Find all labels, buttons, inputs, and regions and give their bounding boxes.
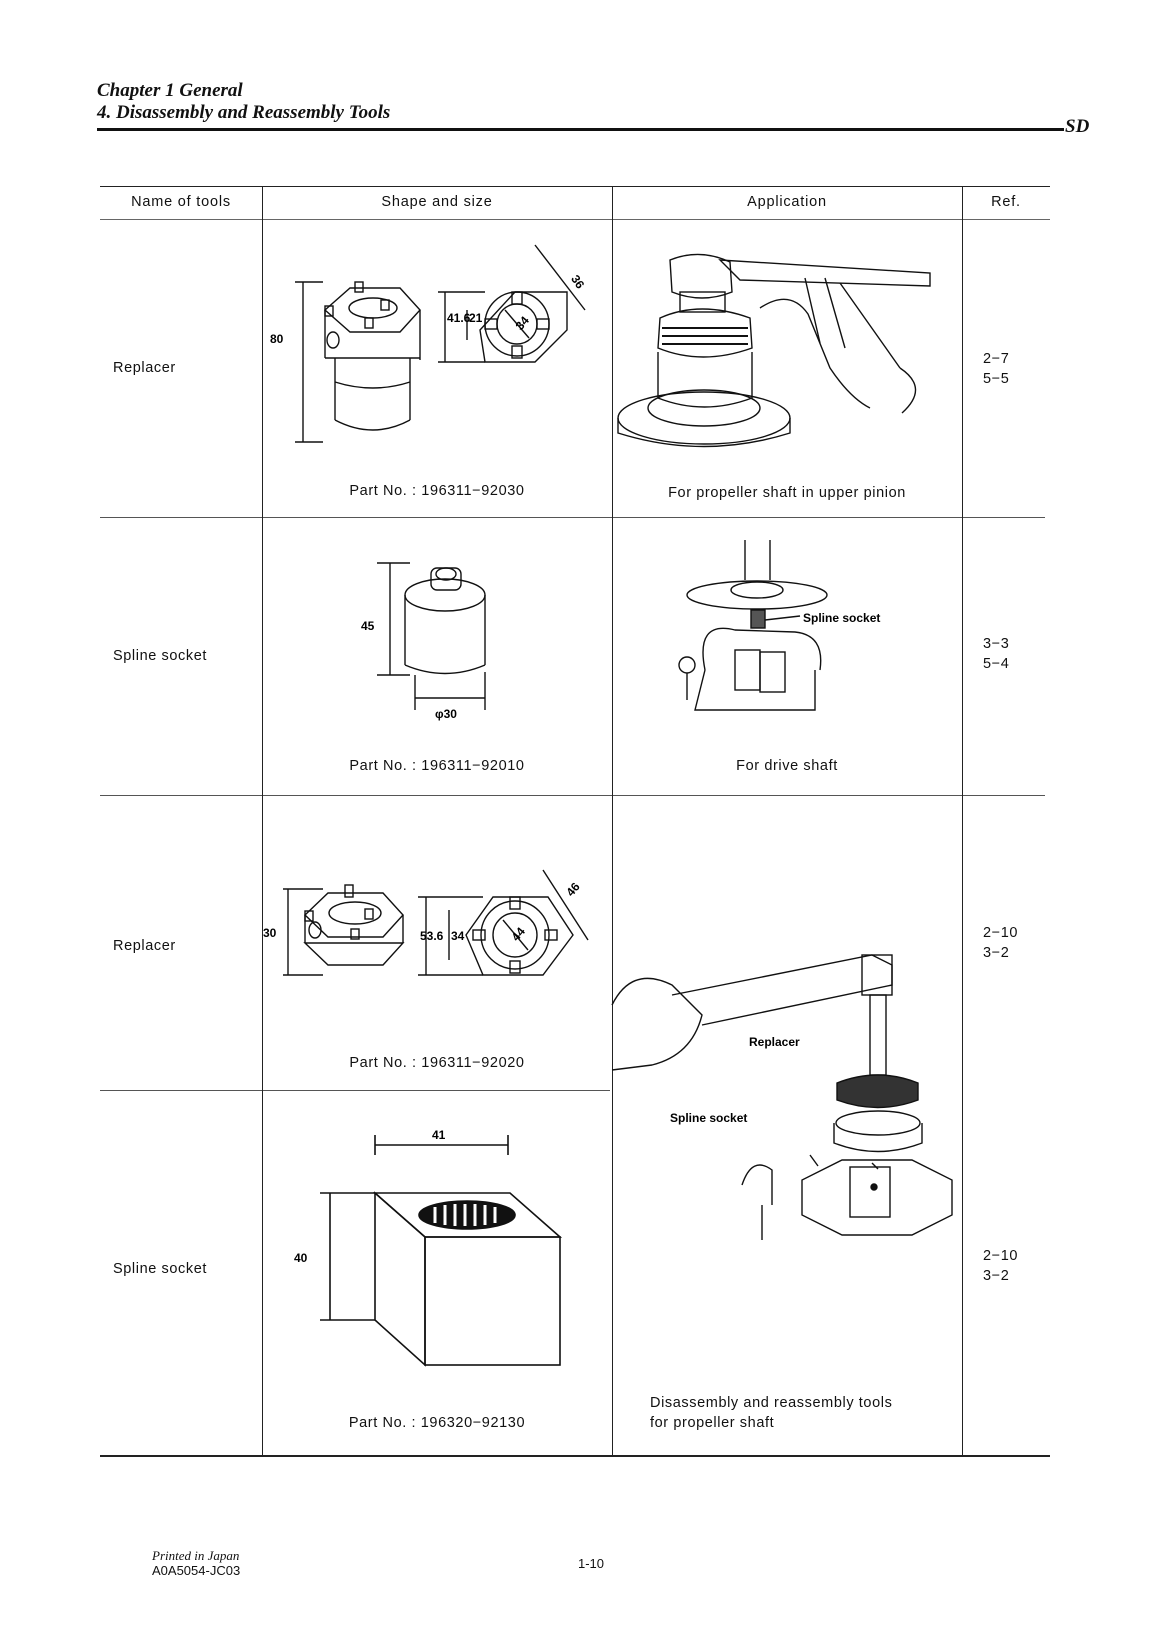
dim-label: 40 xyxy=(294,1251,308,1265)
callout-label: Spline socket xyxy=(803,611,880,625)
application-text-line2: for propeller shaft xyxy=(650,1415,775,1431)
row-rule-1 xyxy=(100,517,1045,518)
ref-value: 3−2 xyxy=(983,945,1010,961)
col-header-application: Application xyxy=(747,194,827,210)
ref-value: 2−10 xyxy=(983,925,1019,941)
printed-in: Printed in Japan xyxy=(152,1548,240,1563)
dim-label: φ30 xyxy=(435,707,457,721)
part-number: Part No. : 196311−92020 xyxy=(349,1055,525,1071)
page-number: 1-10 xyxy=(578,1556,605,1571)
table-top-rule xyxy=(100,186,1050,187)
dim-label: 34 xyxy=(513,313,533,332)
ref-value: 5−4 xyxy=(983,656,1010,672)
row-rule-3 xyxy=(100,1090,610,1091)
dim-label: 46 xyxy=(563,880,583,899)
replacer-large-drawing: 30 53.6 34 44 46 xyxy=(263,869,589,976)
propeller-shaft-tools-illustration: Replacer Spline socket xyxy=(611,954,953,1240)
propeller-pinion-illustration xyxy=(617,253,931,448)
dim-label: 53.6 xyxy=(420,929,444,943)
header-rule xyxy=(97,128,1064,131)
document-code: A0A5054-JC03 xyxy=(152,1563,241,1578)
header-bottom-rule xyxy=(100,219,1050,220)
tool-name: Replacer xyxy=(113,360,176,376)
col-header-name: Name of tools xyxy=(131,194,231,210)
application-text: For propeller shaft in upper pinion xyxy=(668,485,906,501)
spline-socket-small-drawing: 45 φ30 xyxy=(361,562,486,721)
tool-name: Spline socket xyxy=(113,648,208,664)
section-title: 4. Disassembly and Reassembly Tools xyxy=(97,102,391,123)
col-rule-1 xyxy=(262,186,263,1456)
callout-label: Replacer xyxy=(749,1035,800,1049)
part-number: Part No. : 196320−92130 xyxy=(348,1415,526,1431)
dim-label: 21 xyxy=(469,311,483,325)
callout-label: Spline socket xyxy=(670,1111,747,1125)
part-number: Part No. : 196311−92010 xyxy=(349,758,525,774)
dim-label: 34 xyxy=(451,929,465,943)
drive-shaft-illustration: Spline socket xyxy=(678,540,880,711)
ref-value: 2−10 xyxy=(983,1248,1019,1264)
col-rule-3 xyxy=(962,186,963,1456)
ref-value: 2−7 xyxy=(983,351,1010,367)
dim-label: 30 xyxy=(263,926,277,940)
ref-value: 5−5 xyxy=(983,371,1010,387)
col-header-ref: Ref. xyxy=(991,194,1021,210)
row-rule-2 xyxy=(100,795,1045,796)
dim-label: 41 xyxy=(432,1128,446,1142)
dim-label: 44 xyxy=(509,924,529,943)
dim-label: 80 xyxy=(270,332,284,346)
tool-name: Replacer xyxy=(113,938,176,954)
dim-label: 36 xyxy=(568,272,587,291)
replacer-small-drawing: 80 41.6 21 34 36 xyxy=(270,244,587,443)
dim-label: 41.6 xyxy=(447,311,471,325)
table-bottom-rule xyxy=(100,1455,1050,1457)
dim-label: 45 xyxy=(361,619,375,633)
tool-name: Spline socket xyxy=(113,1261,208,1277)
model-tag: SD xyxy=(1065,116,1090,137)
col-header-shape: Shape and size xyxy=(381,194,493,210)
chapter-title: Chapter 1 General xyxy=(97,80,243,101)
application-text-line1: Disassembly and reassembly tools xyxy=(650,1395,893,1411)
ref-value: 3−2 xyxy=(983,1268,1010,1284)
ref-value: 3−3 xyxy=(983,636,1010,652)
application-text: For drive shaft xyxy=(736,758,838,774)
col-rule-2 xyxy=(612,186,613,1456)
part-number: Part No. : 196311−92030 xyxy=(349,483,525,499)
spline-socket-block-drawing: 41 40 xyxy=(294,1128,563,1367)
